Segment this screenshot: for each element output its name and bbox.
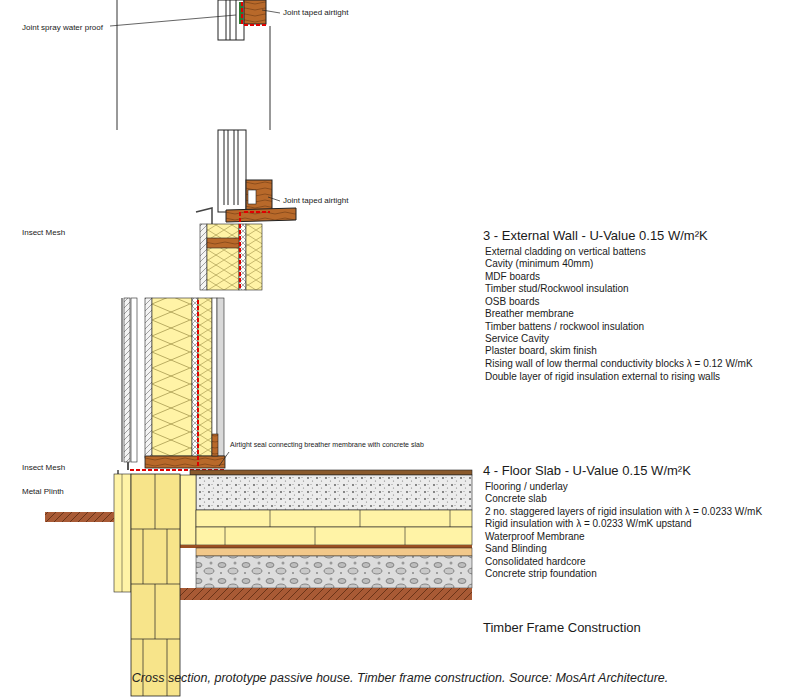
spec-line: OSB boards (485, 296, 539, 308)
part-label: Insect Mesh (22, 463, 65, 472)
spec-line: Breather membrane (485, 308, 574, 320)
part-label: Metal Plinth (22, 487, 64, 496)
spec-line: Rising wall of low thermal conductivity … (485, 358, 753, 370)
spec-line: Concrete strip foundation (485, 568, 597, 580)
spec-line: 2 no. staggered layers of rigid insulati… (485, 506, 762, 518)
spec-line: External cladding on vertical battens (485, 246, 646, 258)
spec-line: Service Cavity (485, 333, 549, 345)
section-heading: 4 - Floor Slab - U-Value 0.15 W/m²K (483, 464, 691, 479)
spec-line: Waterproof Membrane (485, 531, 585, 543)
spec-line: Consolidated hardcore (485, 556, 586, 568)
spec-line: Flooring / underlay (485, 481, 568, 493)
spec-line: Timber battens / rockwool insulation (485, 321, 644, 333)
leader-label: Joint spray water proof (22, 23, 103, 32)
spec-line: Plaster board, skim finish (485, 345, 597, 357)
leader-label: Joint taped airtight (283, 196, 348, 205)
part-label: Insect Mesh (22, 228, 65, 237)
spec-line: Cavity (minimum 40mm) (485, 258, 593, 270)
leader-label: Airtight seal connecting breather membra… (230, 441, 424, 449)
leader-label: Joint taped airtight (283, 8, 348, 17)
section-heading: Timber Frame Construction (483, 621, 641, 636)
spec-line: Timber stud/Rockwool insulation (485, 283, 629, 295)
spec-line: Sand Blinding (485, 543, 547, 555)
spec-line: Rigid insulation with λ = 0.0233 W/mK up… (485, 518, 692, 530)
spec-line: Concrete slab (485, 493, 547, 505)
spec-line: Double layer of rigid insulation externa… (485, 371, 720, 383)
figure-caption: Cross section, prototype passive house. … (132, 671, 668, 685)
section-heading: 3 - External Wall - U-Value 0.15 W/m²K (483, 229, 708, 244)
spec-line: MDF boards (485, 271, 540, 283)
